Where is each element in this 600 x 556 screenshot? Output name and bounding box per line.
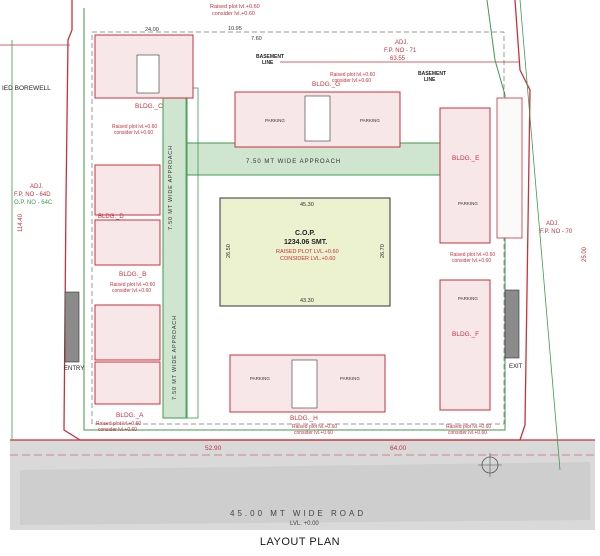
top-fp-label: F.P. NO - 71 (384, 48, 417, 54)
top-raised-note: Raised plot lvl.+0.60 (210, 4, 260, 10)
basement-line-label-2: BASEMENT (418, 71, 446, 77)
approach-vertical-label-2: 7.50 MT WIDE APPROACH (172, 315, 178, 400)
bldg-c-core (136, 54, 160, 94)
bldg-c-consider: consider lvl.+0.60 (114, 130, 153, 136)
bldg-b-label: BLDG._B (119, 271, 146, 278)
exit-gate (504, 289, 520, 359)
cop-area (219, 197, 391, 307)
cop-dim-top: 45.30 (300, 202, 314, 208)
basement-line-label-1: BASEMENT (256, 54, 284, 60)
right-annex (496, 97, 523, 239)
bldg-a-label: BLDG._A (116, 412, 144, 419)
approach-vertical-2 (185, 87, 199, 419)
bldg-e-raised: Raised plot lvl.+0.60 (450, 252, 495, 258)
basement-line-label-2b: LINE (424, 77, 436, 83)
basement-line-label-1b: LINE (262, 60, 274, 66)
bldg-a-raised: Raised plot lvl.+0.60 (96, 421, 141, 427)
bldg-g-consider: consider lvl.+0.60 (332, 78, 371, 84)
left-dim-side: 114.40 (18, 213, 24, 232)
right-fp: F.P. NO - 70 (540, 229, 573, 235)
bldg-d-footprint-lower (94, 219, 161, 266)
bldg-e-consider: consider lvl.+0.60 (452, 258, 491, 264)
road-level: LVL. +0.00 (290, 521, 319, 527)
bldg-b-footprint-lower (94, 361, 161, 405)
entry-label: ENTRY (64, 366, 84, 372)
left-fp: F.P. NO - 64D (14, 192, 51, 198)
bldg-g-label: BLDG._G (312, 81, 340, 88)
plot-boundary (63, 0, 531, 441)
bldg-e-parking: PARKING (458, 201, 478, 206)
road-dim-left: 52.90 (205, 445, 222, 452)
bldg-f-raised: Raised plot lvl.+0.60 (446, 424, 491, 430)
bldg-c-raised: Raised plot lvl.+0.60 (112, 124, 157, 130)
approach-vertical-label-1: 7.50 MT WIDE APPROACH (168, 145, 174, 230)
approach-horizontal-label: 7.50 MT WIDE APPROACH (246, 159, 341, 165)
top-dim-63: 63.55 (390, 56, 406, 62)
top-consider-note: consider lvl.+0.60 (212, 11, 255, 17)
bldg-f-consider: consider lvl.+0.60 (448, 430, 487, 436)
bldg-d-footprint-upper (94, 164, 161, 216)
approach-vertical-1 (162, 87, 188, 419)
bldg-f-parking: PARKING (458, 296, 478, 301)
exit-label: EXIT (509, 364, 523, 370)
road-label: 45.00 MT WIDE ROAD (230, 509, 366, 518)
cop-area-value: 1234.06 SMT. (284, 239, 327, 246)
right-adj: ADJ. (546, 221, 559, 227)
bldg-g-core (304, 95, 331, 142)
left-op: O.P. NO - 64C (14, 200, 53, 206)
bldg-b-raised: Raised plot lvl.+0.60 (110, 282, 155, 288)
bldg-h-core (291, 359, 318, 409)
bldg-e-label: BLDG._E (452, 155, 480, 162)
left-adj: ADJ. (30, 184, 43, 190)
top-dim-24: 24.00 (145, 27, 159, 33)
right-dim-side: 25.00 (582, 246, 588, 262)
bldg-d-label: BLDG._D (98, 214, 124, 220)
bldg-b-consider: consider lvl.+0.60 (112, 288, 151, 294)
cop-consider: CONSIDER LVL.+0.60 (280, 256, 335, 262)
bldg-h-parking-1: PARKING (250, 376, 270, 381)
top-adj-label: ADJ. (395, 40, 408, 46)
bldg-g-parking-2: PARKING (360, 118, 380, 123)
cop-raised: RAISED PLOT LVL.+0.60 (276, 249, 339, 255)
bldg-f-label: BLDG._F (452, 331, 479, 338)
bldg-h-parking-2: PARKING (340, 376, 360, 381)
green-diagonal-line (519, 0, 561, 471)
bldg-h-consider: consider lvl.+0.60 (294, 430, 333, 436)
bldg-g-parking-1: PARKING (265, 118, 285, 123)
left-borewell: IED BOREWELL (2, 85, 51, 92)
bldg-b-footprint-upper (94, 304, 161, 361)
road-scan-shading (20, 462, 590, 525)
cop-dim-bottom: 43.30 (300, 298, 314, 304)
green-setback-line (83, 0, 506, 431)
bldg-g-raised: Raised plot lvl.+0.60 (330, 72, 375, 78)
bldg-a-consider: consider lvl.+0.60 (98, 427, 137, 433)
top-dim-760: 7.60 (251, 36, 262, 42)
plan-caption: LAYOUT PLAN (259, 536, 341, 548)
bldg-c-label: BLDG._C (135, 103, 163, 110)
bldg-h-label: BLDG._H (290, 415, 318, 422)
road-dim-right: 64.00 (390, 445, 407, 452)
cop-dim-right: 26.70 (380, 244, 386, 258)
bldg-f-footprint (439, 279, 491, 411)
cop-dim-left: 26.50 (226, 244, 232, 258)
entry-gate (64, 291, 80, 363)
top-dim-1095: 10.95 (228, 26, 242, 32)
cop-title: C.O.P. (295, 230, 315, 237)
bldg-e-footprint (439, 107, 491, 244)
bldg-h-raised: Raised plot lvl.+0.60 (292, 424, 337, 430)
